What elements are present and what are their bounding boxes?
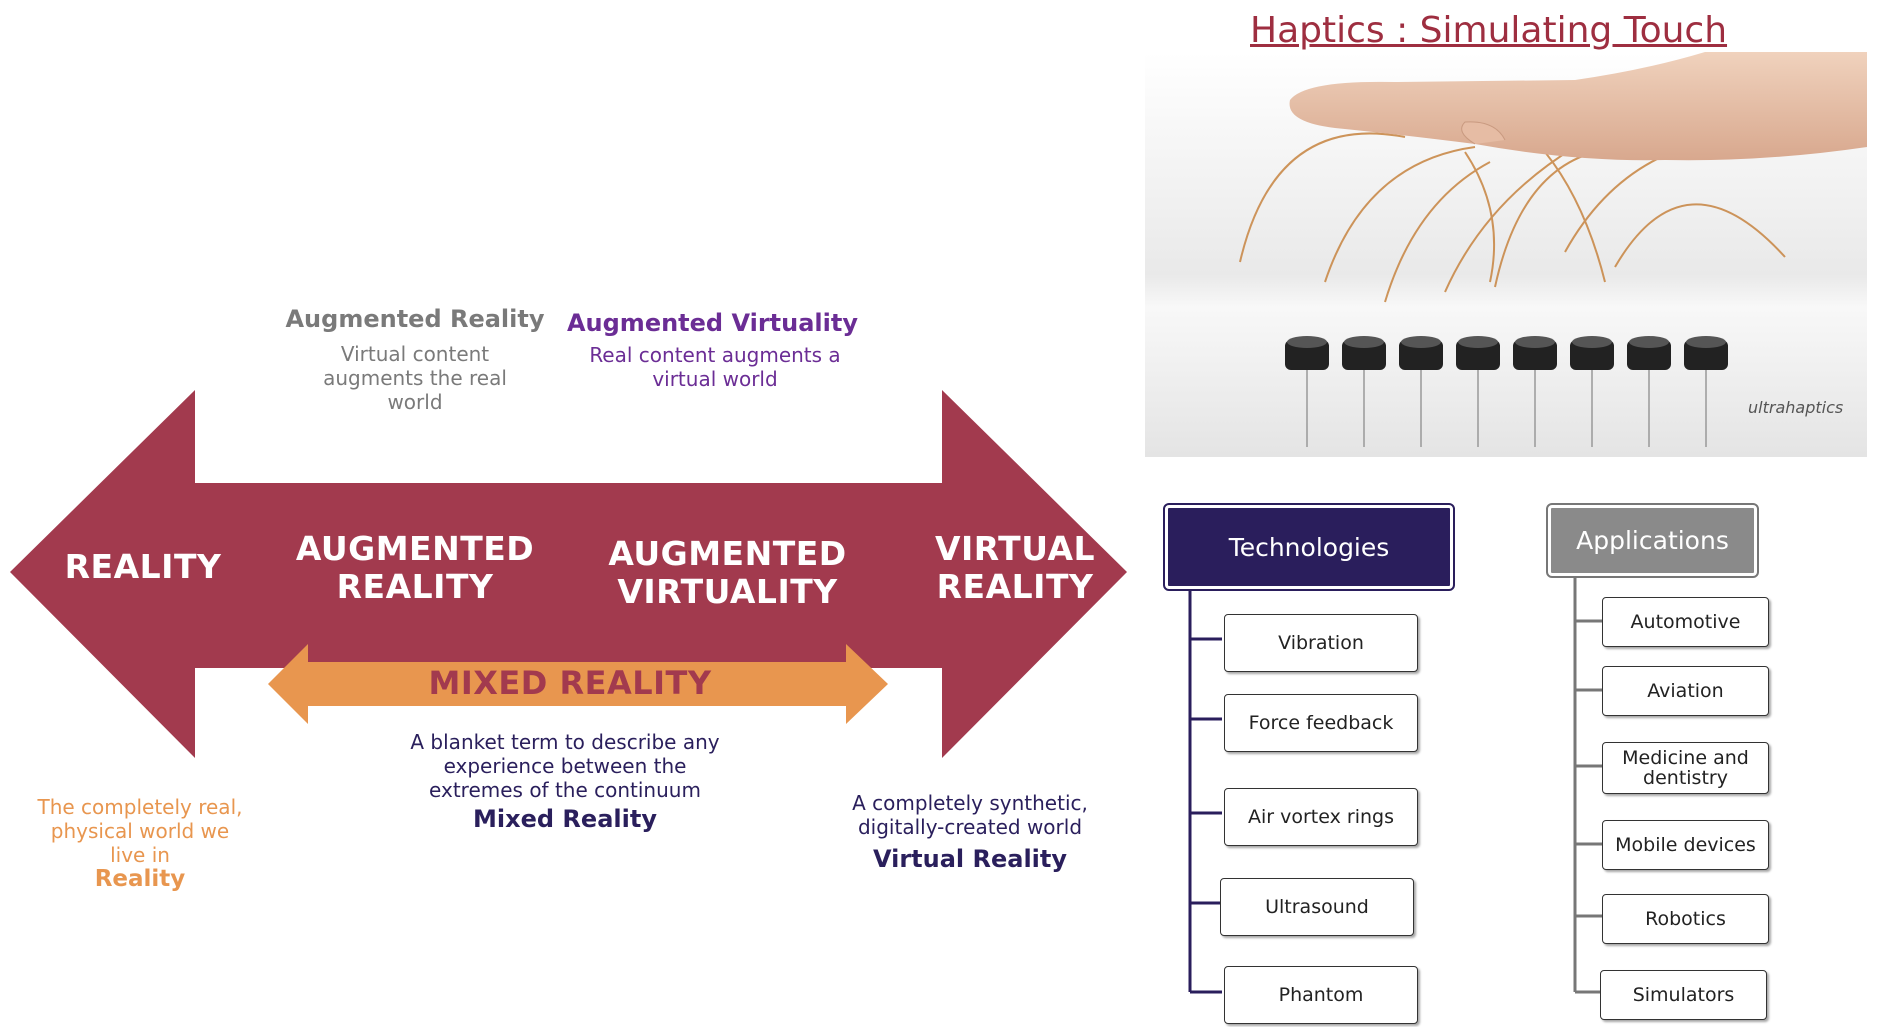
- mixed-reality-label: MIXED REALITY: [428, 664, 712, 702]
- reality-annotation-term: Reality: [94, 866, 186, 892]
- app-item-medicine: Medicine and dentistry: [1602, 742, 1769, 794]
- av-annotation-title: Augmented Virtuality: [566, 309, 859, 337]
- ar-annotation-desc: Virtual content augments the real world: [323, 342, 507, 414]
- ar-annotation-title: Augmented Reality: [285, 305, 545, 333]
- haptics-title: Haptics : Simulating Touch: [1250, 10, 1728, 51]
- ultrahaptics-logo: ultrahaptics: [1748, 398, 1844, 417]
- reality-annotation-desc: The completely real, physical world we l…: [37, 795, 243, 867]
- app-item-automotive: Automotive: [1602, 597, 1769, 647]
- tech-item-ultrasound: Ultrasound: [1220, 878, 1414, 936]
- augmented-reality-label: AUGMENTED REALITY: [295, 529, 535, 606]
- app-item-simulators: Simulators: [1600, 970, 1767, 1020]
- tech-item-force-feedback: Force feedback: [1224, 694, 1418, 752]
- app-item-mobile-devices: Mobile devices: [1602, 820, 1769, 870]
- reality-label: REALITY: [64, 547, 222, 586]
- tree-connectors: [1188, 575, 1602, 994]
- transducer-array: [1285, 336, 1728, 447]
- augmented-virtuality-label: AUGMENTED VIRTUALITY: [608, 534, 847, 611]
- virtual-reality-label: VIRTUAL REALITY: [934, 529, 1096, 606]
- vr-annotation-desc: A completely synthetic, digitally-create…: [852, 791, 1088, 839]
- applications-header: Applications: [1546, 503, 1759, 578]
- mixed-reality-arrow: [268, 644, 888, 724]
- vr-annotation-term: Virtual Reality: [872, 845, 1068, 873]
- tech-item-vibration: Vibration: [1224, 614, 1418, 672]
- app-item-robotics: Robotics: [1602, 894, 1769, 944]
- av-annotation-desc: Real content augments a virtual world: [589, 343, 841, 391]
- continuum-graphic: [10, 390, 1127, 758]
- mr-annotation-desc: A blanket term to describe any experienc…: [410, 730, 720, 802]
- hand-icon: [1289, 52, 1867, 161]
- tech-item-phantom: Phantom: [1224, 966, 1418, 1024]
- ultrahaptics-illustration: [1145, 52, 1867, 457]
- tech-item-air-vortex-rings: Air vortex rings: [1224, 788, 1418, 846]
- mr-annotation-term: Mixed Reality: [473, 805, 657, 833]
- app-item-aviation: Aviation: [1602, 666, 1769, 716]
- technologies-header: Technologies: [1163, 503, 1455, 591]
